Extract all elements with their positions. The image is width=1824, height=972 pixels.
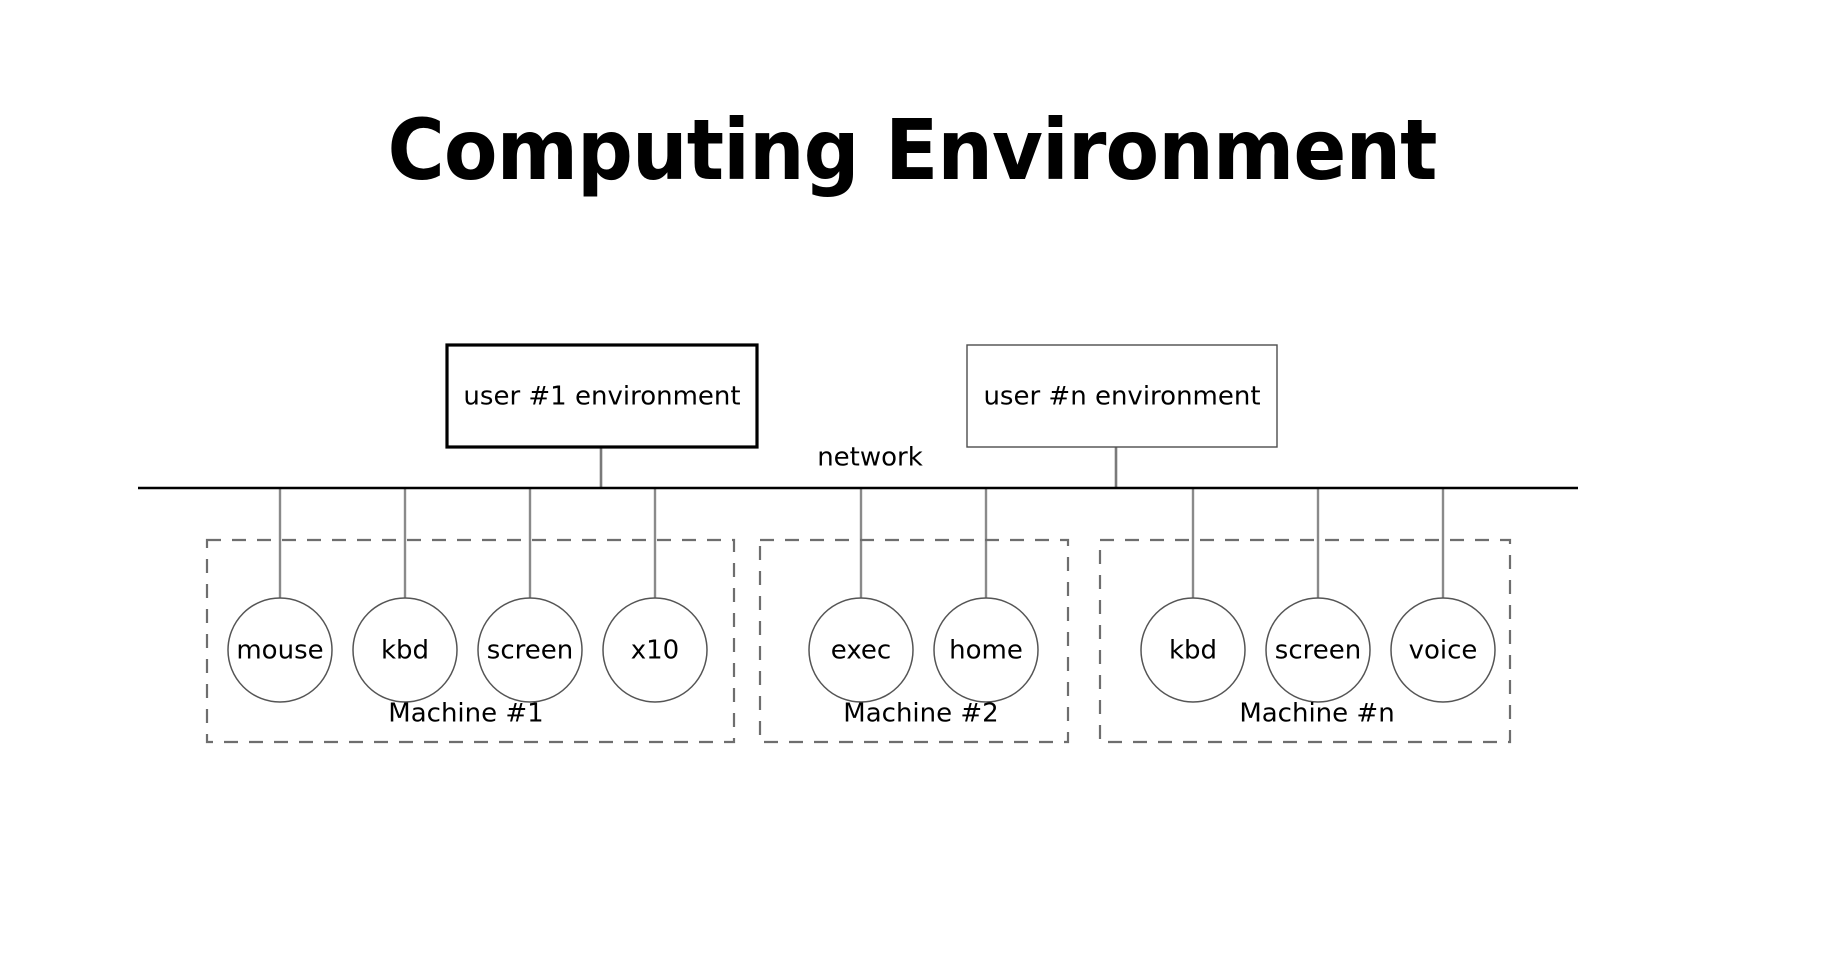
device-label-machine-1-screen: screen <box>487 636 573 666</box>
device-node-machine-2-home[interactable] <box>933 597 1039 703</box>
machine-label-machine-n: Machine #n <box>1239 699 1394 729</box>
device-node-machine-1-mouse[interactable] <box>227 597 333 703</box>
device-label-machine-n-kbd: kbd <box>1169 636 1217 666</box>
environment-boxes-layer <box>445 343 1278 449</box>
environment-box-user-1[interactable] <box>445 343 759 449</box>
device-node-machine-1-x10[interactable] <box>602 597 708 703</box>
device-label-machine-2-exec: exec <box>831 636 891 666</box>
device-label-machine-1-mouse: mouse <box>236 636 323 666</box>
machine-label-machine-2: Machine #2 <box>843 699 998 729</box>
machine-label-machine-1: Machine #1 <box>388 699 543 729</box>
device-label-machine-1-kbd: kbd <box>381 636 429 666</box>
device-node-machine-n-kbd[interactable] <box>1140 597 1246 703</box>
page-title: Computing Environment <box>387 101 1437 199</box>
device-label-machine-2-home: home <box>949 636 1023 666</box>
machine-box-machine-n[interactable] <box>1098 538 1512 744</box>
device-node-machine-2-exec[interactable] <box>808 597 914 703</box>
device-label-machine-n-voice: voice <box>1409 636 1478 666</box>
environment-label-user-1: user #1 environment <box>463 382 740 412</box>
device-node-machine-n-screen[interactable] <box>1265 597 1371 703</box>
device-node-machine-1-screen[interactable] <box>477 597 583 703</box>
device-node-machine-1-kbd[interactable] <box>352 597 458 703</box>
machines-layer <box>205 538 1512 744</box>
environment-box-user-n[interactable] <box>966 344 1278 448</box>
network-label: network <box>817 443 923 473</box>
device-label-machine-1-x10: x10 <box>631 636 679 666</box>
diagram-labels-layer: user #1 environment user #n environment ne… <box>236 382 1477 729</box>
device-node-machine-n-voice[interactable] <box>1390 597 1496 703</box>
machine-box-machine-1[interactable] <box>205 538 736 744</box>
environment-label-user-n: user #n environment <box>983 382 1260 412</box>
connector-stems-layer <box>278 447 1445 598</box>
device-label-machine-n-screen: screen <box>1275 636 1361 666</box>
machine-box-machine-2[interactable] <box>758 538 1070 744</box>
